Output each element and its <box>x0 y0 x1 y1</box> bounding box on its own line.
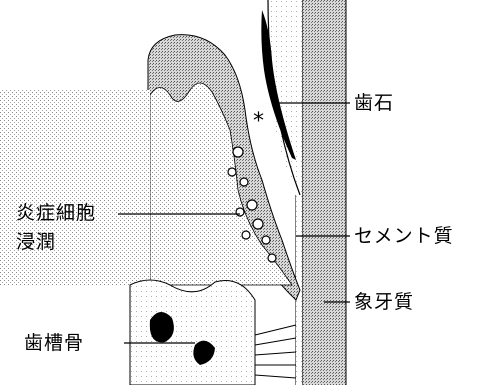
gingiva <box>0 34 301 301</box>
label-inflammatory-infiltrate-line2: 浸潤 <box>16 231 57 253</box>
label-alveolar-bone: 歯槽骨 <box>24 332 85 354</box>
label-inflammatory-infiltrate-line1: 炎症細胞 <box>16 202 97 224</box>
alveolar-bone <box>129 279 297 385</box>
label-cementum: セメント質 <box>354 225 454 247</box>
calculus-deposit <box>261 10 296 160</box>
leader-lines <box>118 102 350 344</box>
inflammatory-cells <box>227 146 277 263</box>
label-dentin: 象牙質 <box>354 291 415 313</box>
dentin-region <box>301 0 347 385</box>
asterisk-marker: * <box>253 109 264 134</box>
label-calculus: 歯石 <box>354 92 395 114</box>
